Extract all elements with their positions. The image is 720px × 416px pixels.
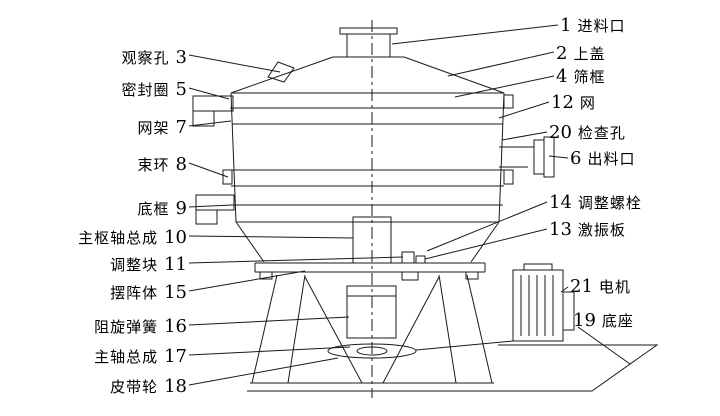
belt-pulley xyxy=(327,340,514,359)
leader-lines xyxy=(188,24,631,386)
discharge-outlet-pipe xyxy=(499,136,555,178)
feed-inlet-pipe xyxy=(333,27,404,58)
base-plate xyxy=(247,344,659,392)
spring-column xyxy=(346,285,397,339)
stand-legs xyxy=(250,274,494,384)
sieve-body xyxy=(222,92,514,223)
observation-port xyxy=(267,61,295,83)
motor-body xyxy=(512,263,575,342)
adjust-blocks xyxy=(401,251,426,264)
clamp-handles xyxy=(192,95,235,225)
top-cover-cone xyxy=(230,56,505,94)
pivot-housing xyxy=(352,216,392,264)
